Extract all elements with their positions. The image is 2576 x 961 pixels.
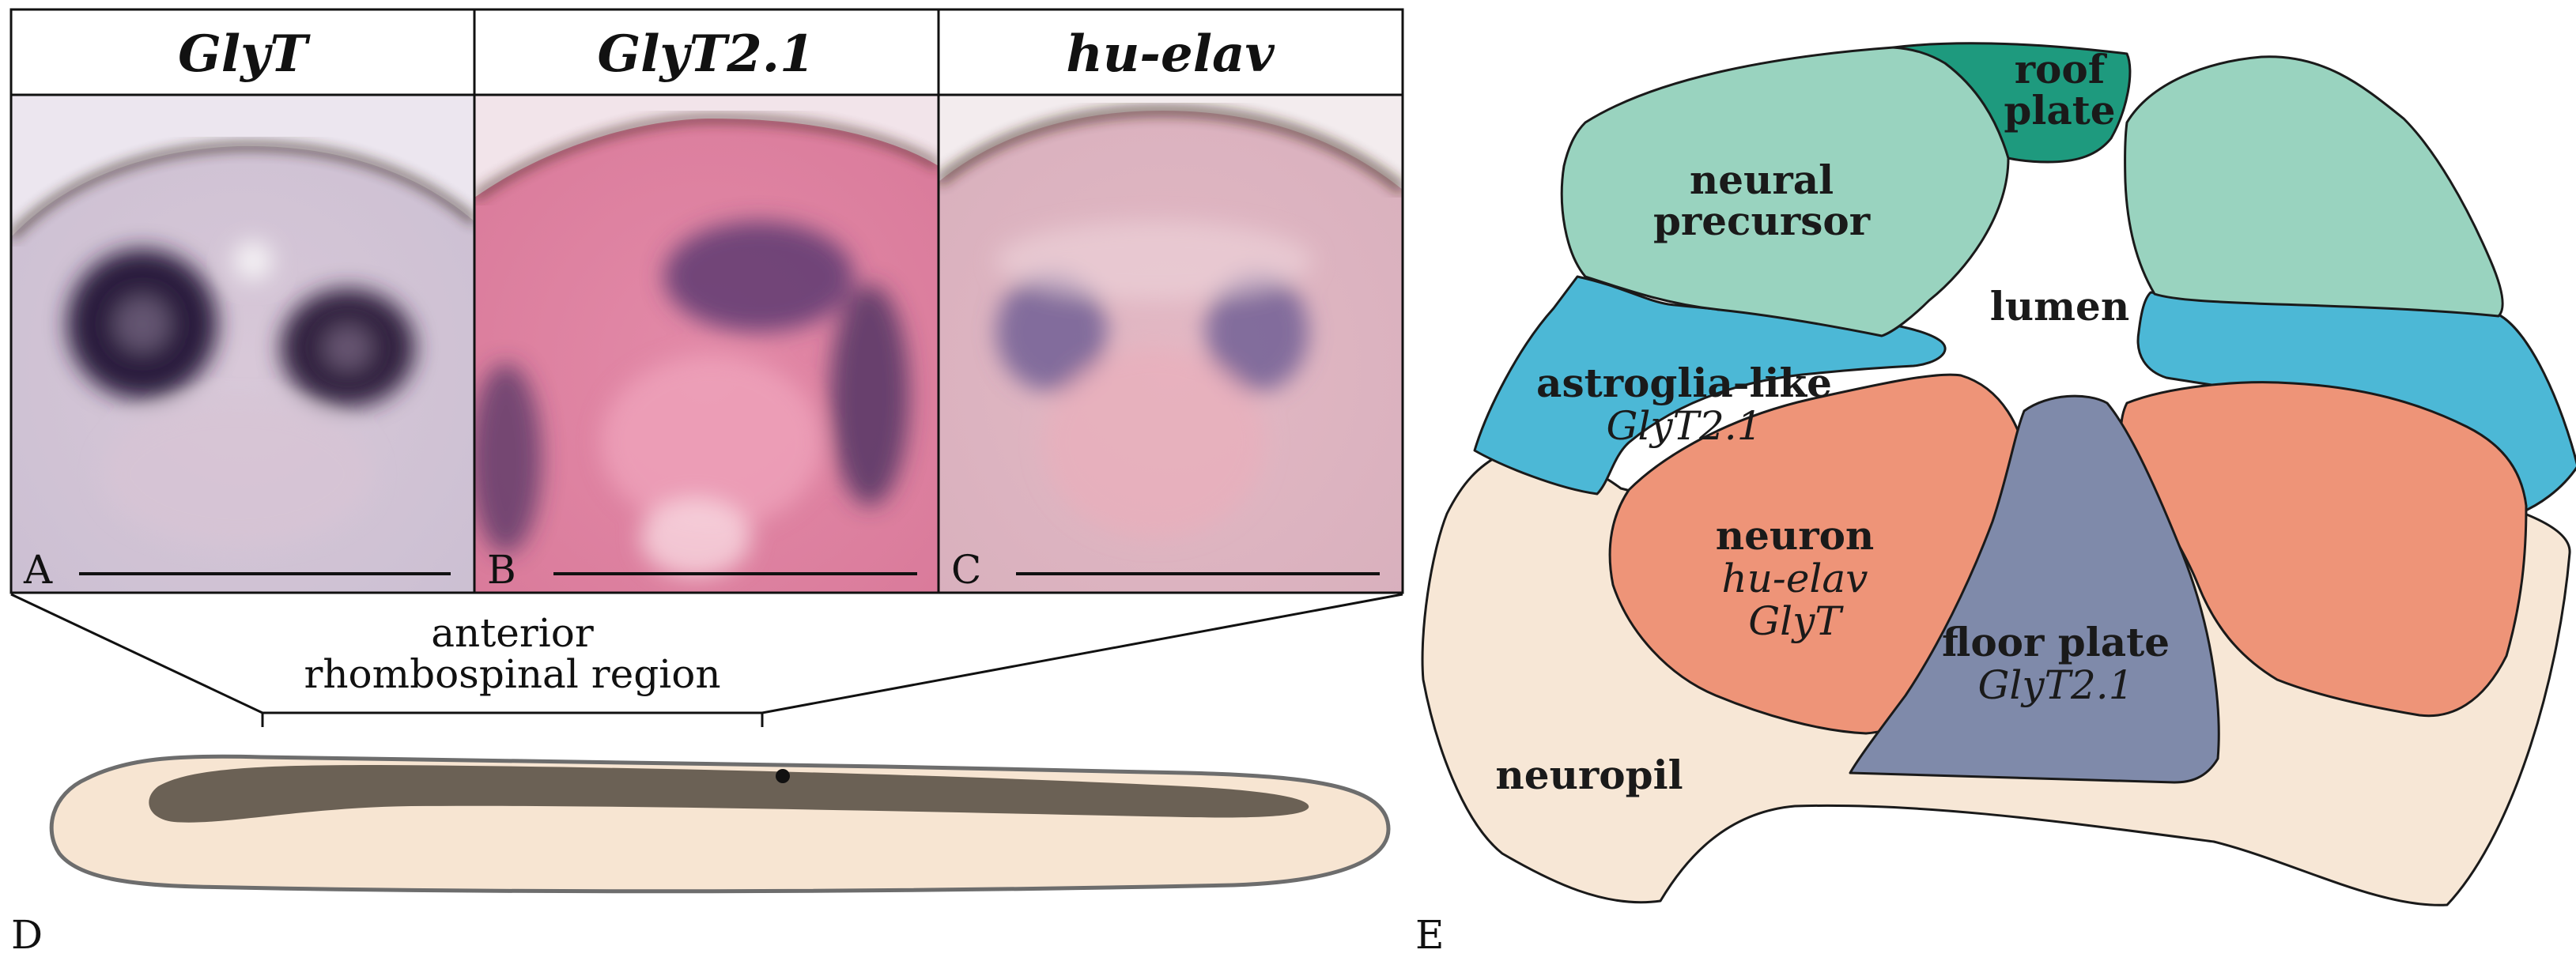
section-marker-dot bbox=[776, 769, 790, 783]
region-label-line2: rhombospinal region bbox=[304, 651, 720, 697]
panel-a-header: GlyT bbox=[178, 24, 311, 84]
floor-plate-label-line1: floor plate bbox=[1942, 619, 2170, 665]
panel-c-micrograph bbox=[939, 95, 1403, 593]
panel-a-micrograph bbox=[11, 95, 474, 593]
neuron-label-line1: neuron bbox=[1716, 512, 1875, 559]
panel-c-header: hu-elav bbox=[1066, 24, 1275, 84]
neuron-label-line3: GlyT bbox=[1748, 598, 1844, 644]
neural-precursor-left-region bbox=[1560, 46, 2010, 337]
neural-precursor-right-region bbox=[2124, 55, 2504, 318]
panel-d-label: D bbox=[11, 912, 43, 958]
micrograph-frames bbox=[9, 93, 1404, 594]
embryo-spinal-cord bbox=[149, 765, 1309, 823]
panel-headers: GlyT GlyT2.1 hu-elav bbox=[9, 8, 1404, 96]
neural-precursor-label-line1: neural bbox=[1690, 156, 1834, 203]
astroglia-label-line1: astroglia-like bbox=[1536, 360, 1832, 406]
region-bracket bbox=[261, 711, 764, 727]
zoom-line-left bbox=[10, 593, 263, 714]
cross-section-diagram: roof plate neural precursor lumen astrog… bbox=[1415, 42, 2576, 958]
astroglia-label-line2: GlyT2.1 bbox=[1606, 403, 1762, 449]
roof-plate-label-line2: plate bbox=[2004, 87, 2115, 134]
panel-labels: A B C bbox=[23, 547, 1380, 593]
embryo-panel: anterior rhombospinal region D bbox=[10, 593, 1403, 958]
panel-c-label: C bbox=[951, 547, 981, 593]
panel-b-micrograph bbox=[474, 95, 939, 593]
region-label-line1: anterior bbox=[431, 610, 594, 656]
panel-a-label: A bbox=[23, 547, 53, 593]
neuron-label-line2: hu-elav bbox=[1722, 556, 1868, 601]
floor-plate-region bbox=[1849, 394, 2220, 784]
neuron-right-region bbox=[2120, 381, 2528, 718]
floor-plate-label-line2: GlyT2.1 bbox=[1977, 662, 2133, 708]
neural-precursor-label-line2: precursor bbox=[1653, 198, 1871, 244]
panel-e-label: E bbox=[1415, 912, 1445, 958]
roof-plate-region bbox=[1892, 42, 2132, 164]
neuropil-label: neuropil bbox=[1495, 752, 1683, 798]
zoom-line-right bbox=[761, 593, 1403, 714]
roof-plate-label-line1: roof bbox=[2015, 46, 2108, 92]
lumen-label: lumen bbox=[1990, 283, 2129, 330]
panel-b-label: B bbox=[487, 547, 516, 593]
panel-b-header: GlyT2.1 bbox=[597, 24, 814, 84]
